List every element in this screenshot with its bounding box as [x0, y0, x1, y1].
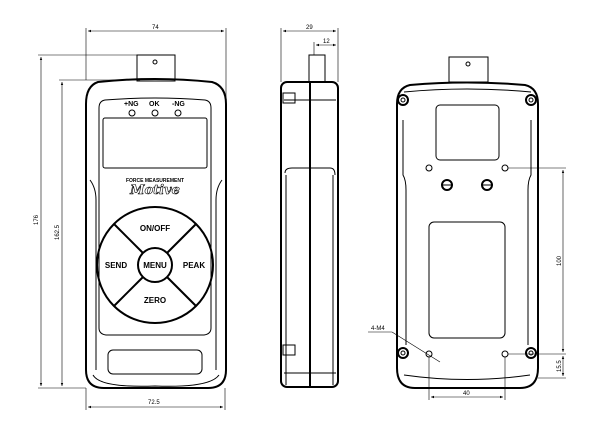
dim-72-5: 72.5 — [148, 400, 160, 406]
led-label-ok: OK — [149, 101, 160, 108]
corner-screw-icon — [397, 347, 409, 359]
brand-logo: Motive — [129, 183, 180, 198]
hanging-tab — [136, 54, 176, 82]
led-label-minus-ng: -NG — [172, 101, 185, 108]
send-button[interactable]: SEND — [105, 261, 127, 270]
brand-subtitle: FORCE MEASUREMENT — [126, 178, 184, 184]
dim-12: 12 — [323, 39, 330, 45]
on-off-button[interactable]: ON/OFF — [140, 224, 170, 233]
corner-screw-icon — [397, 94, 409, 106]
lcd-screen — [102, 117, 208, 169]
dim-15-5: 15.5 — [557, 360, 563, 372]
corner-screw-icon — [525, 347, 537, 359]
dim-162-5: 162.5 — [55, 224, 61, 240]
led-plus-ng-icon — [128, 109, 136, 117]
led-minus-ng-icon — [174, 109, 182, 117]
led-ok-icon — [151, 109, 159, 117]
led-label-plus-ng: +NG — [124, 101, 139, 108]
screw-label: 4-M4 — [371, 326, 385, 332]
corner-screw-icon — [525, 94, 537, 106]
back-view: 4-M4 100 15.5 40 — [368, 56, 566, 400]
zero-button[interactable]: ZERO — [144, 296, 166, 305]
dim-176: 176 — [34, 214, 40, 225]
peak-button[interactable]: PEAK — [183, 261, 205, 270]
dim-29: 29 — [306, 25, 313, 31]
menu-button[interactable] — [137, 247, 173, 283]
menu-button-label[interactable]: MENU — [143, 261, 167, 270]
bottom-slot — [107, 349, 203, 375]
dim-100: 100 — [557, 255, 563, 266]
front-view: 74 176 162.5 72.5 +NG OK -NG FORCE MEASU… — [34, 25, 227, 410]
device-body — [85, 78, 227, 389]
dim-74: 74 — [152, 25, 159, 31]
side-view: 29 12 — [280, 25, 339, 388]
keypad: ON/OFF SEND MENU PEAK ZERO — [96, 206, 214, 324]
dim-40: 40 — [463, 391, 470, 397]
